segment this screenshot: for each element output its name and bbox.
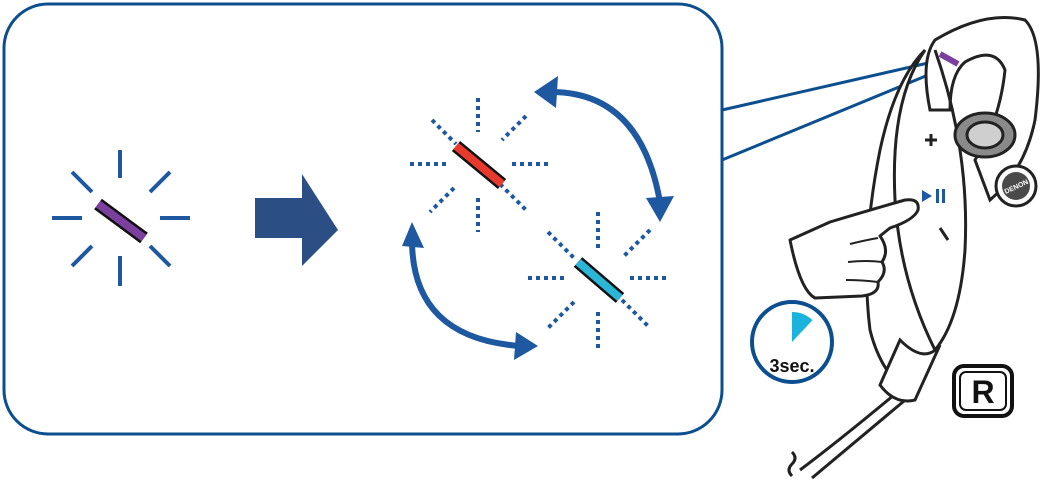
play-pause-icon [922,189,945,203]
callout-panel [2,2,724,436]
cycle-arrowheads [402,76,674,360]
hand-pointer-icon [788,198,920,300]
led-cyan-group [528,212,668,350]
led-blink-icon [52,150,190,286]
minus-icon [938,227,950,241]
timer-progress [792,312,813,342]
cycle-arrow-icon [409,88,663,349]
led-red [453,142,505,188]
callout-connector [721,56,951,162]
earpiece-led [938,51,960,67]
led-purple-fill [95,200,147,242]
timer-label: 3sec. [769,356,814,376]
earpiece-cable [799,388,901,472]
timer-icon: 3sec. [750,300,834,384]
led-red-group [410,98,548,232]
side-badge-label: R [971,374,994,410]
right-arrow-icon [255,174,338,266]
side-badge: R [952,364,1014,418]
plus-icon [925,134,937,146]
led-cyan [575,258,623,302]
